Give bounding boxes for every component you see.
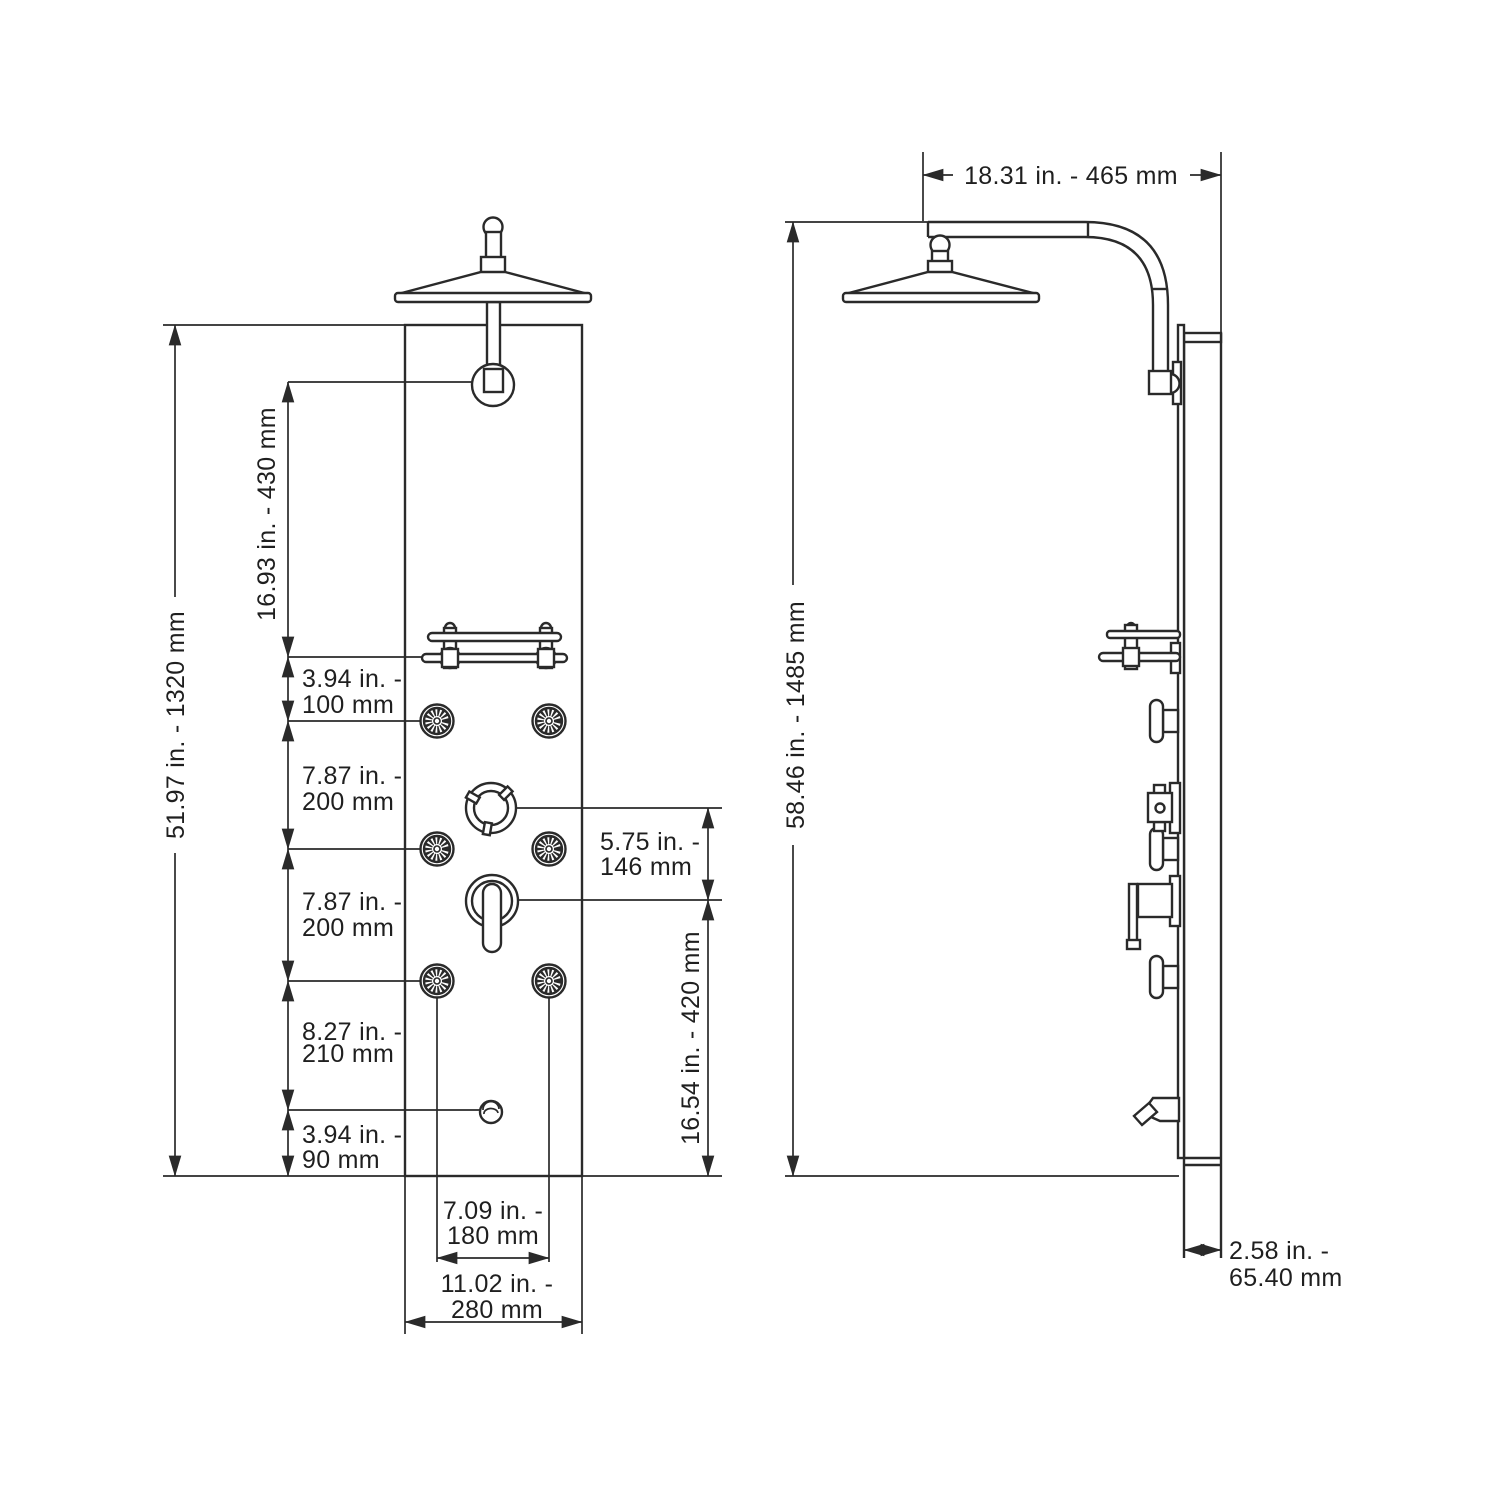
- body-jet-side: [1148, 954, 1180, 1000]
- shower-arm-side: [841, 220, 1183, 406]
- head-neck: [484, 230, 503, 261]
- valve-lever-side: [1125, 874, 1182, 951]
- arm-reach-label: 18.31 in. - 465 mm: [964, 162, 1178, 190]
- body-jet-side: [1148, 826, 1180, 872]
- panel-front-face: [403, 323, 584, 1178]
- jetrow2-to-jetrow3-label-line2: 200 mm: [302, 914, 394, 942]
- side-view: 18.31 in. - 465 mm 58.46 in. - 1485 mm 2…: [782, 152, 1343, 1292]
- jetrow1-to-jetrow2-label-line2: 200 mm: [302, 788, 394, 816]
- tub-spout-outlet: [478, 1099, 504, 1125]
- panel-width-label-line2: 280 mm: [451, 1296, 543, 1324]
- diverter-to-valve-label-line1: 5.75 in. -: [600, 828, 700, 856]
- rain-head-cone: [397, 270, 589, 296]
- shower-head-front: [393, 216, 593, 408]
- tub-spout-side: [1132, 1096, 1181, 1127]
- panel-side-face: [1176, 323, 1186, 1160]
- jetrow2-to-jetrow3-label-line1: 7.87 in. -: [302, 888, 402, 916]
- towelbar-to-jets-label-line1: 3.94 in. -: [302, 665, 402, 693]
- head-to-towelbar-label: 16.93 in. - 430 mm: [253, 407, 281, 621]
- valve-lever: [464, 873, 520, 954]
- rain-head-rim: [393, 291, 593, 304]
- spout-to-bottom-label-line2: 90 mm: [302, 1146, 380, 1174]
- jetrow3-to-spout-label-line1: 8.27 in. -: [302, 1018, 402, 1046]
- body-jet: [421, 833, 454, 866]
- body-jet: [533, 833, 566, 866]
- shower-head-stem: [485, 300, 502, 371]
- frame-top-cap: [1182, 331, 1223, 344]
- side-extension-lines: [785, 152, 1222, 1177]
- lever-handle: [481, 882, 503, 954]
- arm-elbow-block: [1147, 369, 1173, 396]
- spout-to-bottom-label-line1: 3.94 in. -: [302, 1121, 402, 1149]
- side-dimension-lines: [786, 168, 1222, 1257]
- body-jet: [421, 705, 454, 738]
- jet-spacing-label-line1: 7.09 in. -: [443, 1197, 543, 1225]
- panel-depth-label-line1: 2.58 in. -: [1229, 1237, 1329, 1265]
- rain-head-cone-side: [844, 270, 1038, 296]
- diverter-to-valve-label-line2: 146 mm: [600, 853, 692, 881]
- diverter-side: [1146, 781, 1182, 835]
- body-jet: [421, 965, 454, 998]
- body-jet: [533, 705, 566, 738]
- jetrow3-to-spout-label-line2: 210 mm: [302, 1040, 394, 1068]
- towelbar-to-jets-label-line2: 100 mm: [302, 691, 394, 719]
- towel-bar-upper-rail: [426, 631, 563, 643]
- side-overall-height-label: 58.46 in. - 1485 mm: [782, 601, 810, 829]
- valve-to-bottom-label: 16.54 in. - 420 mm: [677, 931, 705, 1145]
- jet-spacing-label-line2: 180 mm: [447, 1222, 539, 1250]
- body-jet: [533, 965, 566, 998]
- arm-mount-block: [482, 367, 505, 394]
- panel-depth-label-line2: 65.40 mm: [1229, 1264, 1343, 1292]
- body-jet-side: [1148, 698, 1180, 744]
- front-view: 51.97 in. - 1320 mm 16.93 in. - 430 mm 3…: [162, 216, 722, 1334]
- diverter-knob: [464, 781, 518, 837]
- towel-bar-front: [420, 621, 569, 670]
- head-collar: [479, 255, 507, 275]
- towel-bar-side: [1097, 621, 1182, 675]
- front-extension-lines: [163, 324, 722, 1334]
- shower-arm-outer: [928, 220, 1170, 371]
- shower-arm-inner: [928, 235, 1155, 371]
- rain-head-rim-side: [841, 291, 1041, 304]
- panel-side-frame: [1176, 323, 1223, 1258]
- overall-height-label: 51.97 in. - 1320 mm: [162, 611, 190, 839]
- panel-width-label-line1: 11.02 in. -: [441, 1270, 554, 1298]
- jetrow1-to-jetrow2-label-line1: 7.87 in. -: [302, 762, 402, 790]
- front-dimension-lines: [168, 324, 715, 1329]
